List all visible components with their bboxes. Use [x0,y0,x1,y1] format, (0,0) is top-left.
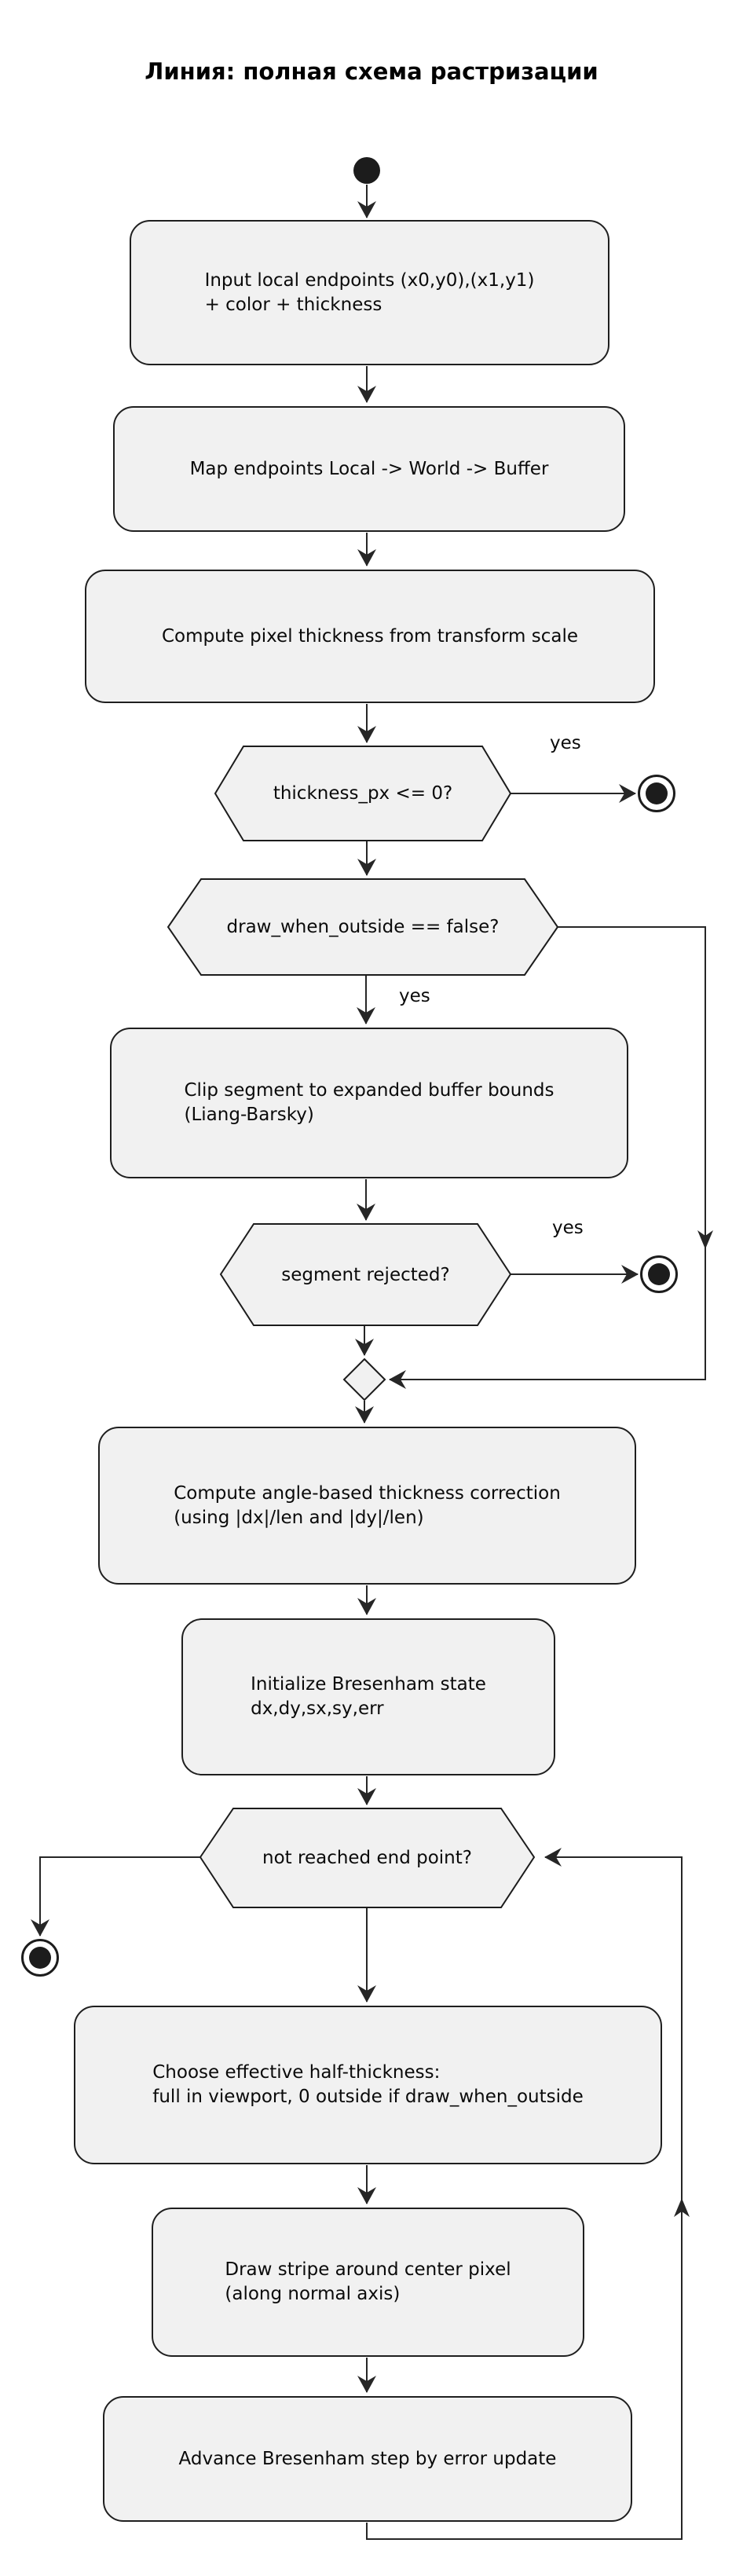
activity-advance-step-line1: Advance Bresenham step by error update [178,2448,557,2469]
edge-loop-check-to-exit [31,1856,200,1937]
activity-init-bresenham-line1: Initialize Bresenham state [251,1674,486,1695]
edge-label-thickness-yes: yes [550,733,581,753]
edge-loop-back-arrowhead [674,2198,690,2217]
activity-input-endpoints-line2: + color + thickness [204,294,382,315]
edge-label-rejected-yes: yes [552,1218,584,1238]
activity-draw-stripe-line2: (along normal axis) [225,2284,401,2304]
decision-outside-check [167,878,559,976]
activity-draw-stripe-line1: Draw stripe around center pixel [225,2259,511,2280]
activity-input-endpoints: Input local endpoints (x0,y0),(x1,y1) + … [130,220,609,365]
start-node [353,157,380,184]
activity-choose-half-thickness-line1: Choose effective half-thickness: [152,2062,441,2083]
decision-loop-check [199,1808,536,1908]
decision-thickness-check [214,746,512,841]
activity-input-endpoints-line1: Input local endpoints (x0,y0),(x1,y1) [204,269,535,291]
activity-init-bresenham: Initialize Bresenham state dx,dy,sx,sy,e… [181,1618,555,1775]
decision-rejected-check [219,1223,512,1326]
activity-angle-correction-line1: Compute angle-based thickness correction [174,1482,561,1504]
edge-outside-check-to-merge [389,926,706,1389]
activity-map-endpoints: Map endpoints Local -> World -> Buffer [113,406,625,532]
activity-draw-stripe: Draw stripe around center pixel (along n… [152,2208,584,2357]
final-node-segment-rejected [640,1255,678,1293]
activity-clip-segment: Clip segment to expanded buffer bounds (… [110,1028,628,1178]
activity-map-endpoints-line1: Map endpoints Local -> World -> Buffer [189,458,549,479]
activity-choose-half-thickness: Choose effective half-thickness: full in… [74,2006,662,2164]
activity-init-bresenham-line2: dx,dy,sx,sy,err [251,1698,384,1719]
edge-outside-check-to-merge-arrowhead [697,1230,713,1249]
activity-choose-half-thickness-line2: full in viewport, 0 outside if draw_when… [152,2087,584,2107]
activity-angle-correction: Compute angle-based thickness correction… [98,1427,636,1585]
merge-diamond [342,1358,386,1402]
activity-clip-segment-line1: Clip segment to expanded buffer bounds [184,1080,555,1101]
final-node-loop-exit [21,1939,59,1977]
edge-label-outside-yes: yes [399,986,430,1006]
activity-advance-step: Advance Bresenham step by error update [103,2396,632,2522]
final-node-thickness-zero [638,775,675,812]
activity-clip-segment-line2: (Liang-Barsky) [184,1105,314,1125]
activity-compute-pixel-thickness-line1: Compute pixel thickness from transform s… [161,625,579,647]
activity-compute-pixel-thickness: Compute pixel thickness from transform s… [85,570,655,703]
activity-angle-correction-line2: (using |dx|/len and |dy|/len) [174,1507,424,1528]
diagram-title: Линия: полная схема растризации [145,58,598,85]
edge-advance-loop-back [366,1848,683,2540]
